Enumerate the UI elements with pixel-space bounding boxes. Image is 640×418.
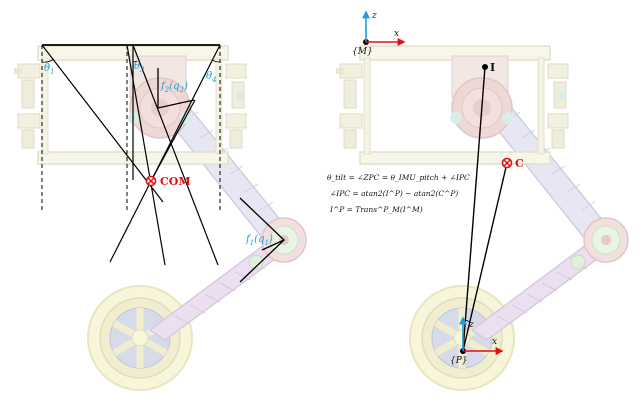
frame-P-z-label: z [469, 320, 474, 330]
left-robot-image [14, 46, 306, 390]
c-marker-icon [501, 157, 513, 169]
f1-marker [239, 197, 285, 283]
frame-P-label: {P} [450, 356, 468, 366]
frame-P-x-label: x [492, 337, 498, 347]
frame-M-z-label: z [372, 11, 377, 21]
line-C-P [462, 162, 508, 352]
theta4-arc [211, 59, 221, 63]
f2-label: f2(q2) [161, 81, 188, 94]
theta1-arc [41, 58, 55, 63]
point-C-label: C [515, 157, 524, 170]
frame-M-x-label: x [394, 29, 400, 39]
theta1-label: θ1 [44, 63, 55, 76]
left-panel [14, 45, 306, 390]
theta3-arc [132, 60, 138, 63]
equation-tilt: θ_tilt = ∠ZPC = θ_IMU_pitch + ∠IPC [327, 173, 470, 182]
theta3-label: θ3 [134, 61, 145, 74]
equation-ipc: ∠IPC = atan2(I^P) − atan2(C^P) [330, 189, 459, 198]
com-marker-icon [145, 175, 157, 187]
f2-marker [157, 68, 195, 109]
equation-transform: I^P = Trans^P_M(I^M) [330, 205, 423, 214]
left-com-lines [41, 44, 221, 266]
frame-M-label: {M} [352, 47, 373, 57]
right-panel [336, 10, 628, 390]
com-label: COM [160, 175, 191, 188]
f1-label: f1(q1) [246, 234, 273, 247]
line-I-P [462, 66, 486, 352]
point-I-marker [482, 64, 488, 70]
theta4-label: θ4 [206, 71, 217, 84]
point-I-label: I [490, 61, 496, 74]
